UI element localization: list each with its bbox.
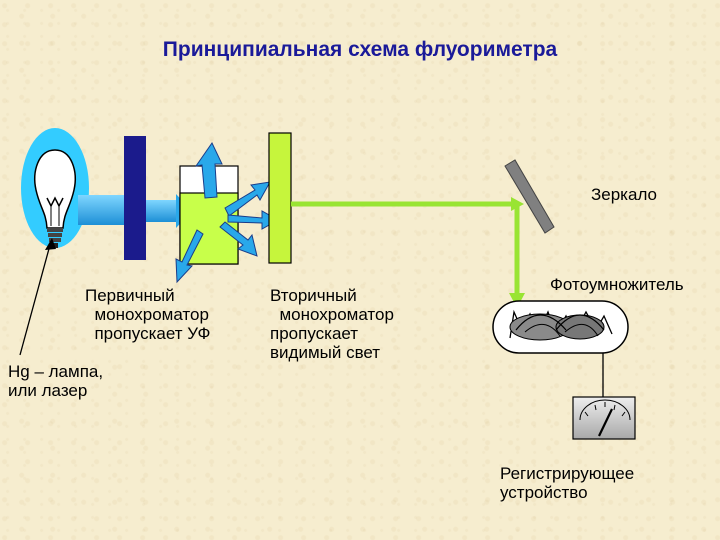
- lamp-label: Hg – лампа, или лазер: [8, 362, 104, 400]
- photomultiplier-icon: [492, 300, 629, 354]
- lamp-pointer-line: [19, 244, 51, 356]
- mirror-label: Зеркало: [591, 185, 658, 204]
- primary-monochromator-label: Первичный монохроматор пропускает УФ: [85, 286, 211, 343]
- meter-icon: [572, 396, 636, 440]
- page-title: Принципиальная схема флуориметра: [162, 38, 558, 61]
- secondary-monochromator-label: Вторичный монохроматор пропускает видимы…: [270, 286, 394, 362]
- secondary-monochromator-filter: [268, 132, 292, 264]
- lamp-icon: [21, 128, 89, 248]
- emission-arrows: [175, 142, 280, 284]
- photomultiplier-label: Фотоумножитель: [550, 275, 684, 294]
- mirror: [504, 159, 555, 234]
- recorder-label: Регистрирующее устройство: [500, 464, 635, 502]
- primary-monochromator-filter: [124, 136, 146, 260]
